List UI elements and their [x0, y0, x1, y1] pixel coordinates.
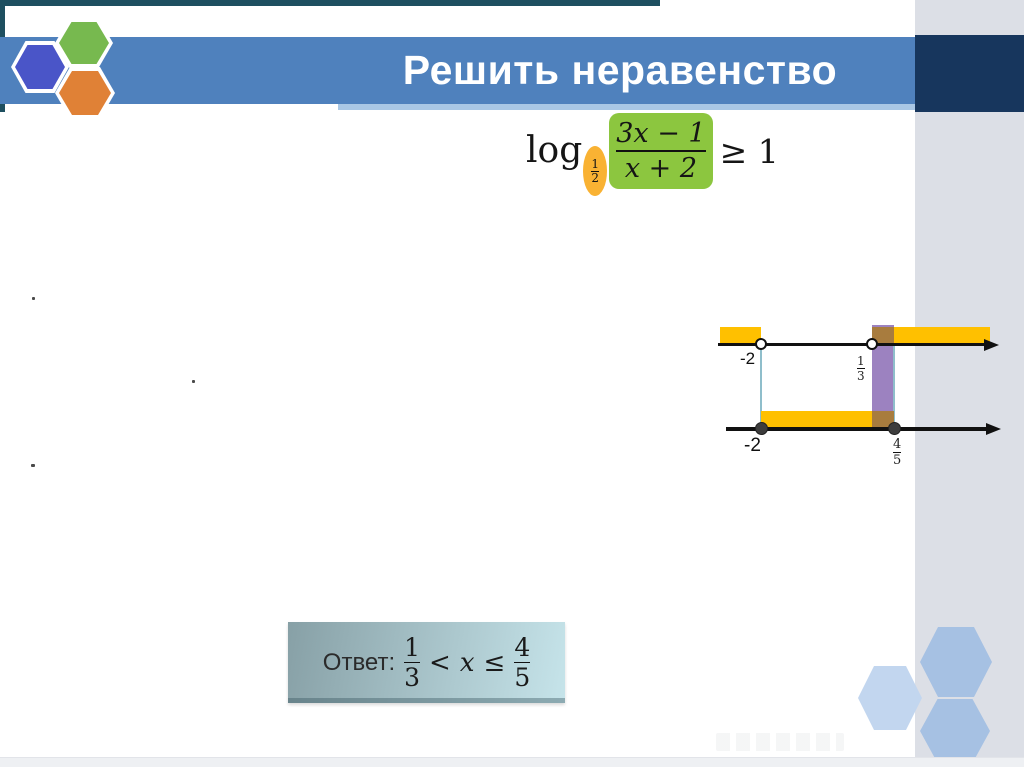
answer-box: Ответ: 1 3 < x ≤ 4 5 [288, 622, 565, 703]
stray-dot [32, 297, 35, 300]
frac-num: 4 [514, 632, 531, 662]
hexagon-lightblue-icon [920, 699, 990, 763]
fraction-bar [404, 661, 421, 664]
header-band [0, 37, 1024, 104]
line2-label-four-fifths: 4 5 [893, 433, 902, 468]
header-navy-block [915, 35, 1024, 112]
arrowhead-icon [984, 338, 999, 351]
page-title: Решить неравенство [402, 47, 838, 93]
line2-label-minus2: -2 [744, 435, 761, 456]
less-than-sign: < [429, 647, 451, 678]
answer-frac-one-third: 1 3 [404, 632, 421, 693]
faint-watermark [716, 733, 844, 751]
connector-line-right [893, 344, 895, 428]
vertical-purple-band [872, 325, 894, 427]
frac-den: 5 [893, 453, 902, 468]
frac-num: 1 [404, 632, 421, 662]
header-underline [338, 104, 1024, 110]
log-base-highlight: 1 2 [583, 146, 608, 196]
bottom-strip [0, 757, 1024, 767]
open-point-one-third [866, 338, 878, 350]
hexagon-paleblue-icon [858, 666, 922, 730]
variable-x: x [459, 647, 475, 678]
frac-den: 3 [857, 369, 865, 383]
hexagon-green-fill [59, 22, 109, 64]
fraction-bar [857, 368, 865, 369]
stray-dot [31, 464, 35, 467]
closed-point-minus2 [754, 422, 768, 435]
fraction-bar [591, 170, 600, 172]
frac-num: 4 [893, 437, 902, 452]
line1-shade-right [894, 327, 990, 344]
log-function-text: log [526, 130, 583, 171]
answer-label: Ответ: [322, 648, 396, 676]
number-line-2 [726, 427, 988, 431]
closed-point-four-fifths [887, 422, 901, 435]
line1-shade-left [720, 327, 761, 344]
inequality-formula: log 1 2 3x − 1 x + 2 ≥ 1 [526, 106, 779, 196]
log-base-fraction: 1 2 [591, 157, 600, 185]
fraction-bar [616, 150, 706, 152]
hexagon-lightblue-icon [920, 627, 992, 697]
relation-text: ≥ 1 [719, 131, 779, 171]
frac-num: 1 [857, 354, 865, 368]
less-equal-sign: ≤ [483, 647, 506, 678]
open-point-minus2 [755, 338, 767, 350]
answer-frac-four-fifths: 4 5 [514, 632, 531, 693]
argument-denominator: x + 2 [624, 153, 698, 184]
hexagon-orange-fill [59, 71, 111, 115]
log-argument-highlight: 3x − 1 x + 2 [609, 112, 713, 190]
number-line-1 [718, 343, 988, 346]
fraction-bar [893, 452, 902, 453]
base-denominator: 2 [591, 171, 600, 185]
line1-label-minus2: -2 [740, 349, 756, 368]
line2-shade-middle [761, 411, 872, 428]
top-accent-bar [0, 0, 660, 6]
stray-dot [192, 380, 195, 383]
arrowhead-icon [986, 423, 1001, 435]
overlap-band-top [872, 327, 894, 344]
line1-label-one-third: 1 3 [857, 350, 865, 382]
connector-line-left [760, 344, 762, 428]
fraction-bar [514, 661, 531, 664]
frac-den: 5 [514, 663, 531, 693]
base-numerator: 1 [591, 157, 600, 171]
frac-den: 3 [404, 663, 421, 693]
argument-numerator: 3x − 1 [616, 117, 706, 149]
hexagon-blue-fill [15, 45, 65, 89]
